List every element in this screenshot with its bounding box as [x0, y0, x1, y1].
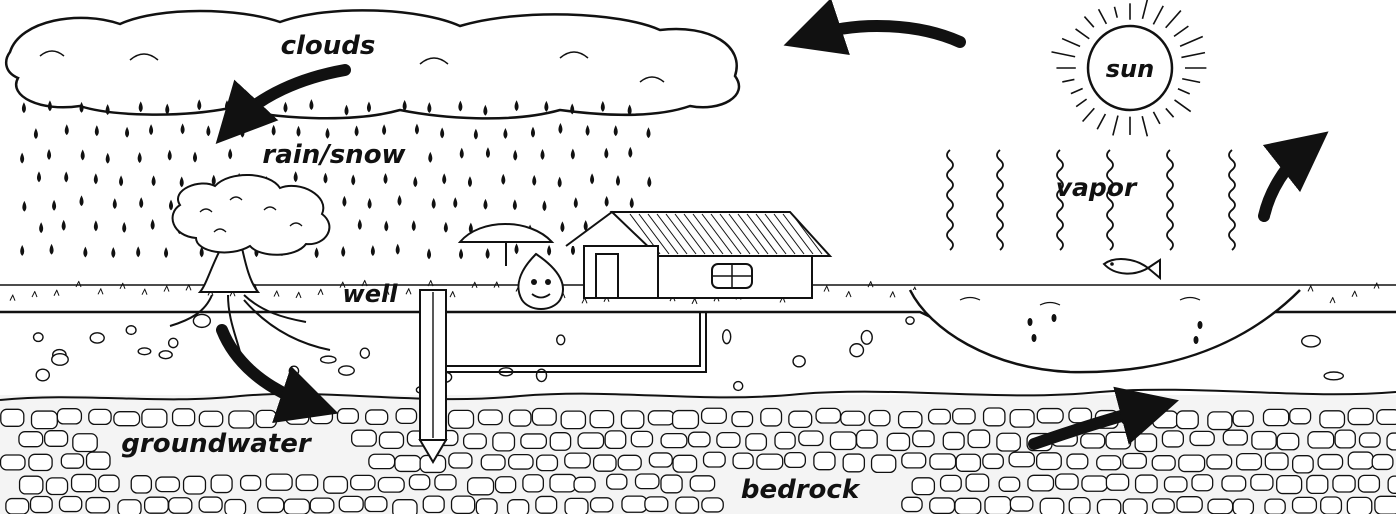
droplet-character	[460, 224, 563, 309]
evaporation-arrow	[1264, 150, 1305, 216]
label-vapor: vapor	[1056, 173, 1138, 202]
fish	[1104, 259, 1160, 278]
cloud	[6, 10, 739, 118]
pond	[910, 290, 1300, 372]
label-rain-snow: rain/snow	[262, 140, 406, 170]
tree	[170, 175, 330, 352]
label-bedrock: bedrock	[741, 475, 861, 505]
label-clouds: clouds	[281, 31, 376, 61]
condensation-arrow	[812, 26, 960, 42]
house	[566, 212, 830, 298]
label-groundwater: groundwater	[121, 429, 313, 459]
rain-drops	[21, 100, 651, 259]
label-well: well	[343, 280, 399, 308]
label-sun: sun	[1106, 55, 1154, 83]
